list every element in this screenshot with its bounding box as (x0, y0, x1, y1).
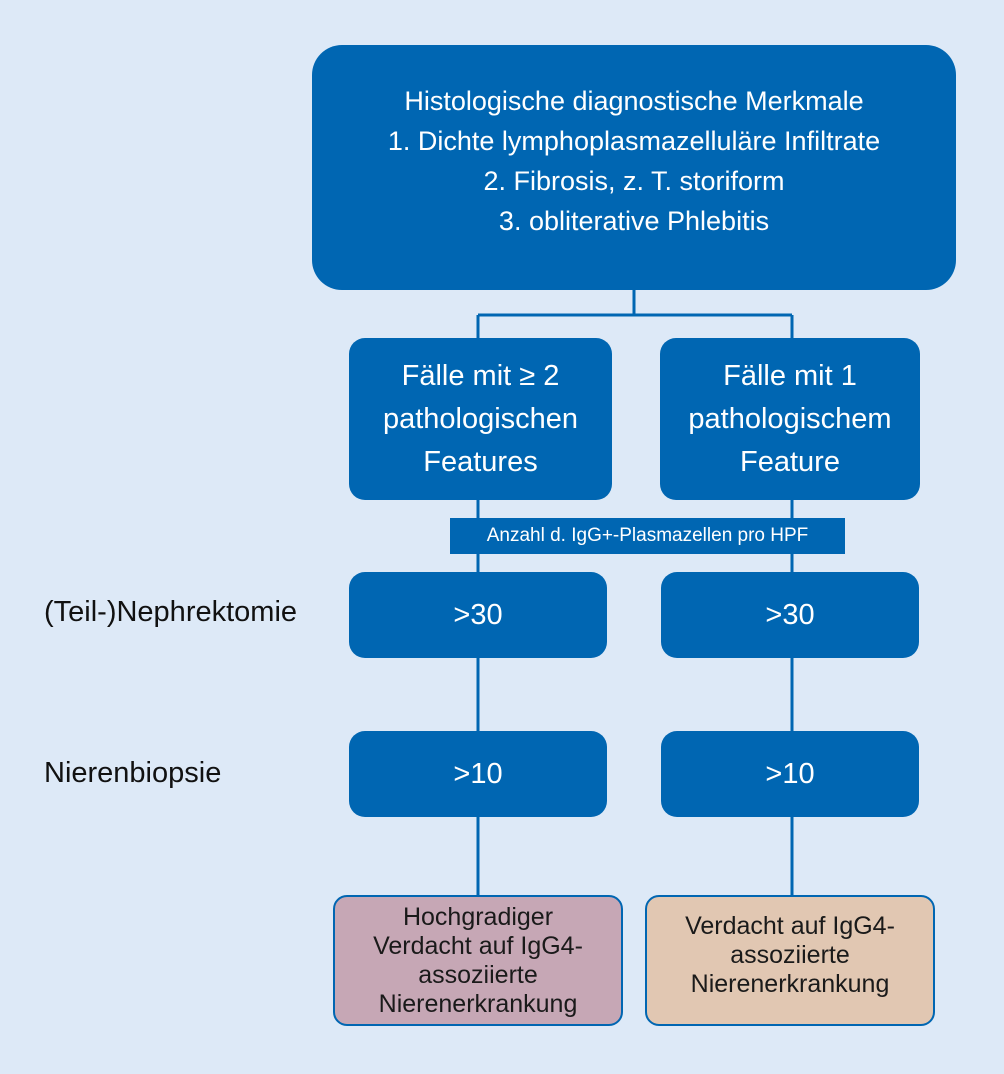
left-biopsie-threshold: >10 (349, 731, 607, 817)
criterion-2: 2. Fibrosis, z. T. storiform (483, 165, 785, 196)
right-biopsie-value: >10 (765, 757, 815, 790)
suspicion-line-1: Verdacht auf IgG4- (685, 912, 895, 940)
high-suspicion-line-3: assoziierte (418, 960, 538, 989)
one-feature-line-3: Feature (740, 445, 840, 478)
one-feature-box: Fälle mit 1 pathologischem Feature (660, 338, 920, 500)
left-nephrektomie-threshold: >30 (349, 572, 607, 658)
suspicion-line-3: Nierenerkrankung (690, 970, 890, 998)
two-features-line-1: Fälle mit ≥ 2 (401, 359, 560, 392)
right-nephrektomie-value: >30 (765, 598, 815, 631)
suspicion-outcome: Verdacht auf IgG4- assoziierte Nierenerk… (645, 895, 935, 1026)
right-biopsie-threshold: >10 (661, 731, 919, 817)
criterion-3: 3. obliterative Phlebitis (498, 205, 770, 236)
high-suspicion-line-1: Hochgradiger (402, 902, 554, 931)
two-features-line-2: pathologischen (382, 402, 579, 435)
criteria-title: Histologische diagnostische Merkmale (404, 85, 864, 116)
hpf-count-label: Anzahl d. IgG+-Plasmazellen pro HPF (450, 518, 845, 554)
one-feature-line-2: pathologischem (688, 402, 892, 435)
two-features-box: Fälle mit ≥ 2 pathologischen Features (349, 338, 612, 500)
high-suspicion-line-2: Verdacht auf IgG4- (373, 931, 583, 960)
nephrektomie-row-label: (Teil-)Nephrektomie (44, 596, 298, 628)
histology-criteria-box: Histologische diagnostische Merkmale 1. … (312, 45, 956, 290)
right-nephrektomie-threshold: >30 (661, 572, 919, 658)
high-suspicion-line-4: Nierenerkrankung (378, 989, 578, 1018)
criterion-1: 1. Dichte lymphoplasmazelluläre Infiltra… (387, 125, 881, 156)
left-biopsie-value: >10 (453, 757, 503, 790)
suspicion-line-2: assoziierte (730, 941, 850, 969)
high-suspicion-outcome: Hochgradiger Verdacht auf IgG4- assoziie… (333, 895, 623, 1026)
two-features-line-3: Features (423, 445, 538, 478)
nierenbiopsie-row-label: Nierenbiopsie (44, 757, 222, 789)
left-nephrektomie-value: >30 (453, 598, 503, 631)
one-feature-line-1: Fälle mit 1 (723, 359, 857, 392)
